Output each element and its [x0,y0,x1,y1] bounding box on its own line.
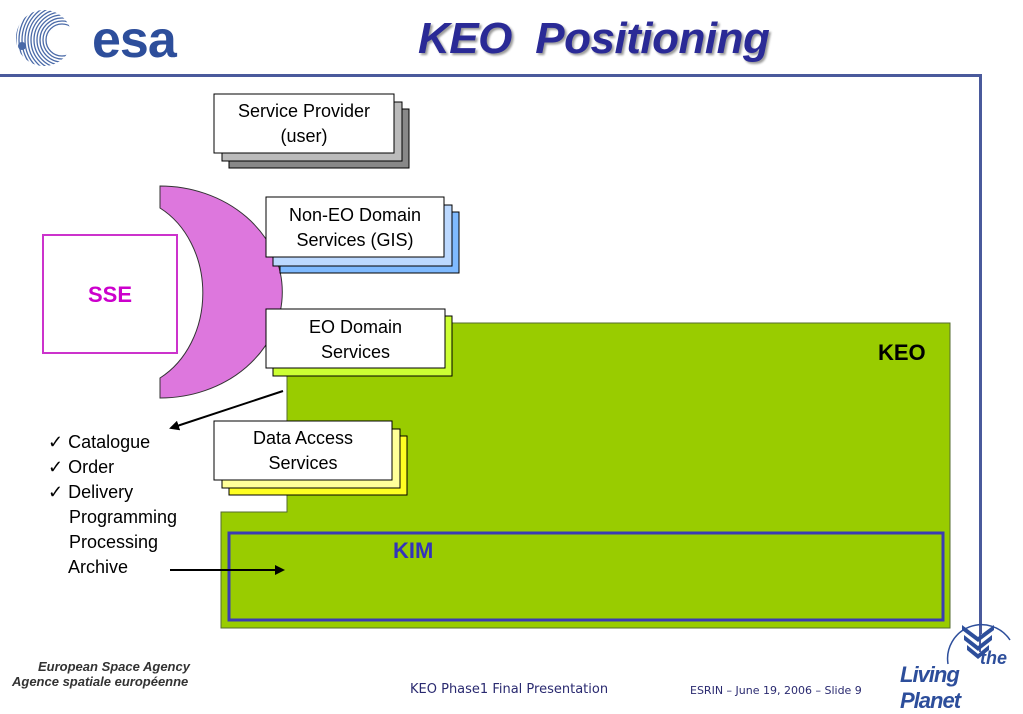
non-eo-domain-label: Non-EO Domain Services (GIS) [288,205,422,250]
slide-info: ESRIN – June 19, 2006 – Slide 9 [690,684,862,697]
data-access-label: Data Access Services [252,428,354,473]
frame-right-line-lower [979,634,981,652]
eo-domain-label: EO Domain Services [308,317,403,362]
esa-globe-icon [16,10,76,66]
esa-logo-text: esa [92,11,177,69]
living-planet-logo-text: Living Planet [900,662,961,713]
agency-name: European Space Agency Agence spatiale eu… [12,659,190,689]
list-item: ✓ Catalogue [48,432,151,452]
presentation-title: KEO Phase1 Final Presentation [410,682,609,697]
non-eo-domain-stack [265,196,460,274]
arrow-to-capabilities [169,390,284,431]
kim-label: KIM [393,538,434,563]
data-access-stack [213,420,408,496]
esa-logo: esa [10,8,200,70]
capabilities-list: ✓ Catalogue ✓ Order ✓ Delivery Programmi… [48,430,177,580]
checkmark-icon: ✓ [48,482,64,502]
keo-area [220,322,951,629]
agency-name-fr: Agence spatiale européenne [12,674,189,689]
list-item: Processing [69,532,159,552]
checkmark-icon: ✓ [48,432,64,452]
service-provider-label: Service Provider (user) [237,101,371,146]
list-item: Archive [68,557,129,577]
living-planet-emblem-icon [946,623,1011,665]
checkmark-icon: ✓ [48,457,64,477]
list-item: Programming [69,507,178,527]
frame-right-line [979,74,982,634]
slide-title: KEO Positioning [418,14,770,63]
keo-label: KEO [878,340,926,365]
kim-box [227,531,945,622]
sse-box [42,234,178,354]
living-planet-the: the [980,648,1007,668]
service-provider-stack [213,93,410,169]
list-item: ✓ Order [48,457,115,477]
eo-domain-stack [265,308,453,377]
frame-top-line [0,74,981,77]
sse-arc [159,185,283,399]
list-item: ✓ Delivery [48,482,134,502]
sse-label: SSE [87,282,133,307]
agency-name-en: European Space Agency [38,659,190,674]
